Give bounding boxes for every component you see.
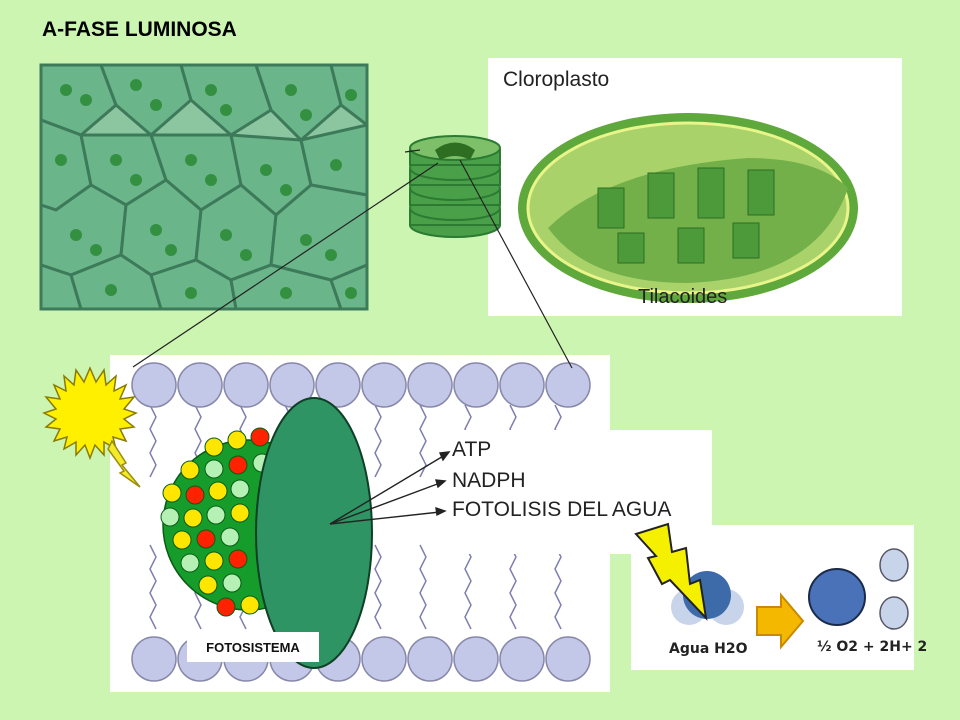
photosystem-label: FOTOSISTEMA [206,639,300,655]
sun-icon [42,366,138,461]
cell-micrograph-image [39,63,369,311]
photosystem-label-box: FOTOSISTEMA [187,632,319,662]
thylakoid-label: Tilacoides [638,286,728,308]
product-nadph: NADPH [452,469,526,492]
water-left-label: Agua H2O [669,641,748,657]
chloroplast-illustration [518,113,858,303]
oxygen-molecule-icon [808,568,866,626]
chloroplast-label: Cloroplasto [503,68,610,91]
page-title: A-FASE LUMINOSA [42,18,237,41]
product-atp: ATP [452,438,492,461]
arrow-right-icon [756,592,805,650]
sun-lightning-group [42,366,141,488]
granum-stack-illustration [409,135,501,238]
lightning-icon [107,439,141,488]
product-photolysis: FOTOLISIS DEL AGUA [452,498,672,521]
water-right-label: ½ O2 + 2H+ 2 [817,639,927,655]
hydrogen-ion-icon [879,548,909,630]
lightning-bolt-icon [634,522,708,622]
